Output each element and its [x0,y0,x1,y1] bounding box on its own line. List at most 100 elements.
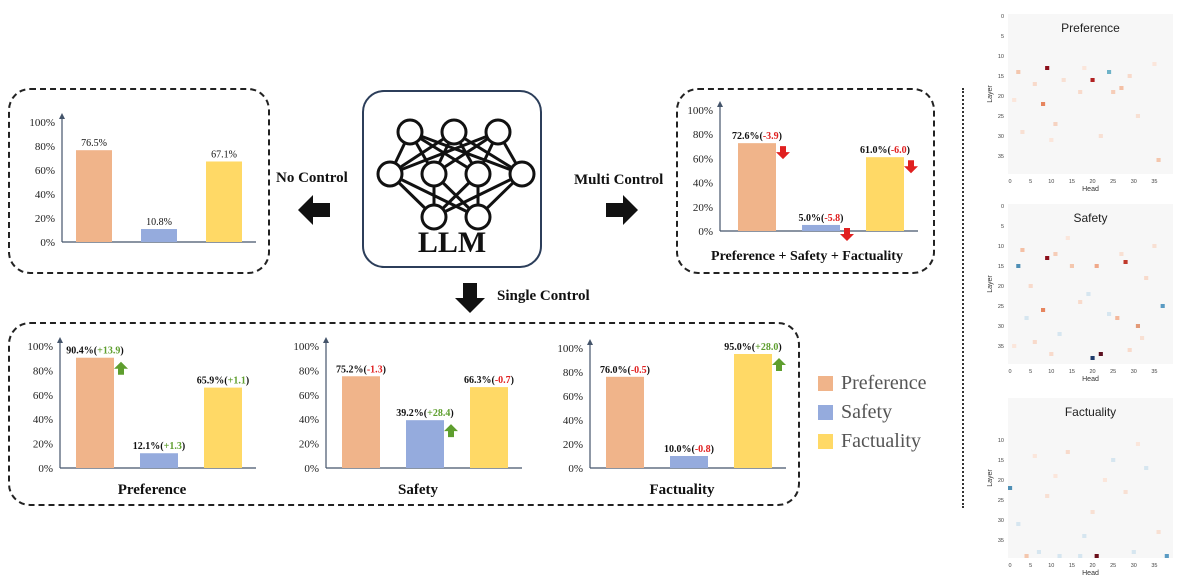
data-label: 61.0%(-6.0) [860,145,910,156]
y-tick-label: 80% [693,129,713,141]
data-label: 66.3%(-0.7) [464,375,514,386]
x-tick-label: 15 [1069,179,1075,185]
y-tick-label: 60% [693,153,713,165]
heatmap-cell [1032,340,1037,344]
y-tick-label: 0% [568,463,583,475]
x-tick-label: 5 [1029,179,1032,185]
heatmap-cell [1119,252,1124,256]
y-tick-label: 40% [35,189,55,201]
legend-swatch-preference [818,376,833,391]
heatmap-cell [1115,316,1120,320]
y-tick-label: 30 [998,324,1004,330]
heatmap-cell [1111,90,1116,94]
y-tick-label: 5 [1001,34,1004,40]
y-tick-label: 60% [35,165,55,177]
down-arrow-icon [776,146,790,160]
delta-value: -5.8 [824,213,840,224]
data-label: 39.2%(+28.4) [396,408,453,419]
y-tick-label: 0% [698,226,713,238]
y-tick-label: 20% [35,213,55,225]
heatmap-cell [1078,300,1083,304]
no-control-box [8,88,270,274]
heatmap-cell [1065,450,1070,454]
nn-node [464,203,492,231]
dotted-separator [962,88,964,508]
heatmap-cell [1098,134,1103,138]
delta-value: -0.7 [495,375,511,386]
up-arrow-icon [444,424,458,438]
y-tick-label: 20 [998,284,1004,290]
x-tick-label: 30 [1131,563,1137,569]
heatmap-cell [1057,332,1062,336]
y-tick-label: 80% [299,365,319,377]
heatmap-title: Preference [1061,21,1120,35]
y-tick-label: 35 [998,344,1004,350]
data-label: 72.6%(-3.9) [732,131,782,142]
y-tick-label: 35 [998,154,1004,160]
x-tick-label: 0 [1009,179,1012,185]
heatmap-cell [1102,478,1107,482]
heatmap-cell [1036,550,1041,554]
heatmap-cell [1086,292,1091,296]
y-tick-label: 0 [1001,204,1004,210]
y-tick-label: 60% [563,391,583,403]
heatmap-cell [1107,312,1112,316]
bar-safety [140,453,178,468]
heatmap-cell [1049,138,1054,142]
no-control-label: No Control [276,170,348,186]
y-tick-label: 15 [998,264,1004,270]
delta-value: -1.3 [367,364,383,375]
heatmap-cell [1135,442,1140,446]
y-tick-label: 40% [33,414,53,426]
bar-preference [76,150,112,242]
data-label: 76.5% [81,138,107,149]
bar-safety [406,420,444,468]
heatmap-cell [1020,248,1025,252]
heatmap-cell [1090,78,1095,82]
bar-preference [606,376,644,468]
no-control-chart: 0%20%40%60%80%100%76.5%10.8%67.1% [29,113,256,249]
heatmap-cell [1094,554,1099,558]
y-axis-label: Layer [987,275,994,293]
heatmap-title: Factuality [1065,405,1116,419]
nn-link [389,130,499,176]
heatmap-cell [1045,66,1050,70]
llm-box: LLM [362,90,542,268]
down-arrow-icon [840,227,854,241]
delta-value: +28.0 [755,342,778,353]
y-tick-label: 25 [998,304,1004,310]
x-tick-label: 20 [1090,369,1096,375]
y-tick-label: 0% [40,237,55,249]
data-label: 5.0%(-5.8) [798,213,843,224]
y-tick-label: 25 [998,114,1004,120]
nn-node [420,160,448,188]
bar-factuality [204,387,242,468]
single-safety-chart: 0%20%40%60%80%100%75.2%(-1.3)39.2%(+28.4… [293,337,522,498]
y-tick-label: 40% [563,415,583,427]
y-tick-label: 10 [998,244,1004,250]
x-tick-label: 35 [1151,563,1157,569]
y-tick-label: 35 [998,538,1004,544]
x-tick-label: 35 [1151,369,1157,375]
bar-safety [802,224,840,231]
heatmap-cell [1028,284,1033,288]
single-control-box [8,322,800,506]
y-tick-label: 0% [38,463,53,475]
heatmap-cell [1057,554,1062,558]
multi-control-box [676,88,935,274]
legend-item-factuality: Factuality [818,430,921,453]
heatmap-cell [1045,256,1050,260]
up-arrow-icon [114,361,128,375]
y-axis-arrowhead [57,337,63,343]
heatmap-cell [1061,78,1066,82]
heatmap-cell [1140,336,1145,340]
y-tick-label: 30 [998,518,1004,524]
y-tick-label: 0% [304,463,319,475]
data-label: 12.1%(+1.3) [133,441,185,452]
heatmap-cell [1090,510,1095,514]
nn-node [508,160,536,188]
data-label: 10.8% [146,217,172,228]
legend-label-preference: Preference [841,372,927,394]
heatmap-cell [1053,252,1058,256]
